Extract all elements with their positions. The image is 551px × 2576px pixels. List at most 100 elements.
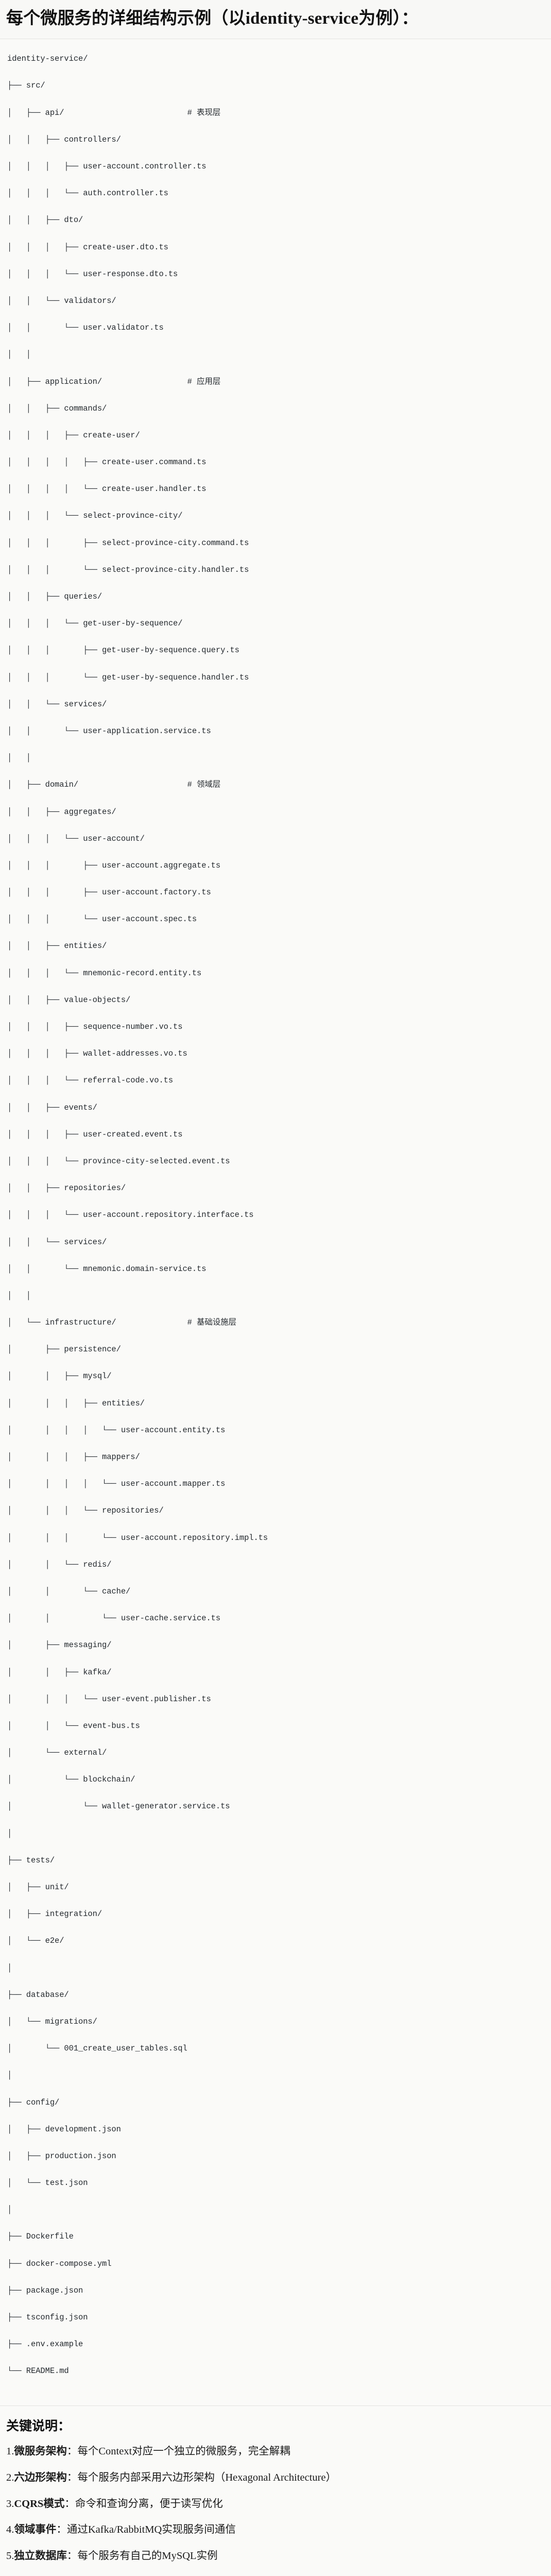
tree-line: ├── .env.example	[7, 2340, 83, 2349]
tree-line: │ │ │ └── user-event.publisher.ts	[7, 1694, 211, 1704]
tree-line: │ │ └── event-bus.ts	[7, 1721, 140, 1731]
tree-line: │ ├── api/ # 表现层	[7, 108, 221, 117]
tree-line: │ ├── application/ # 应用层	[7, 377, 221, 386]
key-note-description: 每个服务有自己的MySQL实例	[77, 2550, 218, 2562]
tree-line: │ │ └── mnemonic.domain-service.ts	[7, 1264, 206, 1274]
tree-line: │ ├── messaging/	[7, 1640, 112, 1650]
tree-line: │ ├── persistence/	[7, 1345, 121, 1354]
key-note-number: 4.	[6, 2524, 14, 2536]
tree-line: │ │ │ ├── entities/	[7, 1398, 145, 1408]
key-note-separator: ：	[66, 2471, 78, 2483]
tree-line: └── README.md	[7, 2366, 69, 2376]
key-note-item: 5.独立数据库：每个服务有自己的MySQL实例	[6, 2549, 545, 2564]
tree-line: │ └── migrations/	[7, 2016, 97, 2026]
page-title: 每个微服务的详细结构示例（以identity-service为例）：	[6, 9, 419, 28]
tree-line: │ │ └── services/	[7, 699, 107, 709]
tree-line: │ ├── integration/	[7, 1909, 102, 1919]
tree-line: │ └── external/	[7, 1748, 107, 1758]
tree-line: ├── Dockerfile	[7, 2232, 74, 2242]
key-note-number: 3.	[6, 2498, 14, 2510]
tree-line: │ │ │ └── user-account.repository.interf…	[7, 1210, 254, 1220]
key-note-item: 3.CQRS模式：命令和查询分离，便于读写优化	[6, 2497, 545, 2512]
tree-line: │ │ │ │ ├── create-user.command.ts	[7, 457, 206, 467]
tree-line: │ │ ├── aggregates/	[7, 807, 116, 817]
tree-line: ├── src/	[7, 81, 45, 91]
tree-line: │ │ │ ├── user-account.aggregate.ts	[7, 860, 221, 870]
key-note-term: 六边形架构	[14, 2471, 67, 2483]
tree-line: │ └── test.json	[7, 2178, 88, 2188]
tree-line: │ │ │ ├── user-account.controller.ts	[7, 162, 206, 171]
tree-line: │ │ ├── repositories/	[7, 1183, 126, 1193]
tree-line: │ │ └── user.validator.ts	[7, 323, 164, 333]
key-note-separator: ：	[66, 2550, 78, 2562]
tree-line: │ │	[7, 1291, 31, 1300]
key-note-item: 1.微服务架构：每个Context对应一个独立的微服务，完全解耦	[6, 2444, 545, 2460]
tree-line: │ │ │ └── user-account/	[7, 834, 145, 843]
tree-line: │ │ ├── value-objects/	[7, 995, 131, 1005]
tree-line: │ │ └── user-application.service.ts	[7, 726, 211, 736]
tree-line: │ │ │ └── mnemonic-record.entity.ts	[7, 968, 202, 978]
key-note-item: 6.前端分离：移动端(Flutter)和管理后台(Next.js)独立开发	[6, 2575, 545, 2576]
tree-line: │ │ │ └── auth.controller.ts	[7, 189, 168, 198]
tree-line: │ ├── domain/ # 领域层	[7, 780, 221, 790]
tree-line: │ │ ├── commands/	[7, 403, 107, 413]
tree-line: │	[7, 1828, 12, 1838]
tree-line: │ │ │ ├── create-user/	[7, 430, 140, 440]
tree-line: │ │ ├── dto/	[7, 215, 83, 225]
tree-line: │	[7, 2205, 12, 2215]
tree-line: │ │ │ └── province-city-selected.event.t…	[7, 1156, 230, 1166]
tree-line: │ │ │ └── referral-code.vo.ts	[7, 1076, 174, 1086]
tree-line: │ │ │ └── user-account.repository.impl.t…	[7, 1533, 268, 1543]
tree-line: │ │ ├── controllers/	[7, 134, 121, 144]
tree-line: │ │	[7, 350, 31, 360]
directory-tree-code: identity-service/ ├── src/ │ ├── api/ # …	[7, 53, 545, 2378]
tree-line: │ │ │ │ └── user-account.mapper.ts	[7, 1479, 226, 1489]
key-note-separator: ：	[56, 2524, 67, 2536]
tree-line: │ │ │ └── get-user-by-sequence.handler.t…	[7, 672, 249, 682]
tree-line: │ │ ├── mysql/	[7, 1371, 112, 1381]
tree-line: ├── tests/	[7, 1855, 55, 1865]
tree-line: │ │ │ ├── select-province-city.command.t…	[7, 538, 249, 548]
tree-line: │	[7, 2071, 12, 2080]
key-note-separator: ：	[64, 2498, 75, 2510]
tree-line: │ └── e2e/	[7, 1936, 64, 1946]
tree-line: │ │ │ └── select-province-city/	[7, 511, 183, 521]
key-note-description: 每个服务内部采用六边形架构（Hexagonal Architecture）	[77, 2471, 337, 2483]
tree-line: ├── docker-compose.yml	[7, 2259, 112, 2268]
key-note-term: 领域事件	[14, 2524, 57, 2536]
tree-line: ├── package.json	[7, 2285, 83, 2295]
tree-line: ├── database/	[7, 1990, 69, 1999]
tree-line: │ └── wallet-generator.service.ts	[7, 1802, 230, 1811]
tree-line: │ │ ├── events/	[7, 1103, 97, 1112]
tree-line: │ └── blockchain/	[7, 1775, 135, 1785]
tree-line: │ ├── production.json	[7, 2151, 116, 2161]
key-note-term: 独立数据库	[14, 2550, 67, 2562]
tree-line: │ │ │ └── repositories/	[7, 1506, 164, 1516]
tree-line: │ ├── unit/	[7, 1883, 69, 1892]
key-note-term: CQRS模式	[14, 2498, 65, 2510]
tree-line: │ │ └── cache/	[7, 1586, 131, 1596]
tree-line: │ │ ├── kafka/	[7, 1667, 112, 1677]
tree-line: │ └── infrastructure/ # 基础设施层	[7, 1318, 237, 1328]
tree-line: │ │ └── services/	[7, 1237, 107, 1247]
directory-tree-block: identity-service/ ├── src/ │ ├── api/ # …	[0, 39, 551, 2406]
tree-line: │ │ │ └── get-user-by-sequence/	[7, 619, 183, 629]
tree-line: │ │ └── validators/	[7, 296, 116, 306]
tree-line: │ └── 001_create_user_tables.sql	[7, 2044, 187, 2054]
tree-line: ├── config/	[7, 2097, 60, 2107]
tree-line: │ │ └── redis/	[7, 1560, 112, 1569]
key-note-term: 微服务架构	[14, 2446, 67, 2458]
tree-line: │ │ │ ├── create-user.dto.ts	[7, 242, 168, 252]
directory-tree: identity-service/ ├── src/ │ ├── api/ # …	[7, 53, 545, 2392]
tree-line: │ │ │ ├── mappers/	[7, 1452, 140, 1462]
key-note-description: 通过Kafka/RabbitMQ实现服务间通信	[66, 2524, 236, 2536]
key-note-item: 2.六边形架构：每个服务内部采用六边形架构（Hexagonal Architec…	[6, 2470, 545, 2486]
tree-line: │ │ ├── queries/	[7, 592, 102, 601]
tree-line: │ │ │ ├── wallet-addresses.vo.ts	[7, 1049, 187, 1059]
tree-line: │ │ │ │ └── user-account.entity.ts	[7, 1425, 226, 1435]
tree-line: │ │ ├── entities/	[7, 941, 107, 951]
key-note-number: 2.	[6, 2471, 14, 2483]
tree-line: │ │	[7, 753, 31, 763]
